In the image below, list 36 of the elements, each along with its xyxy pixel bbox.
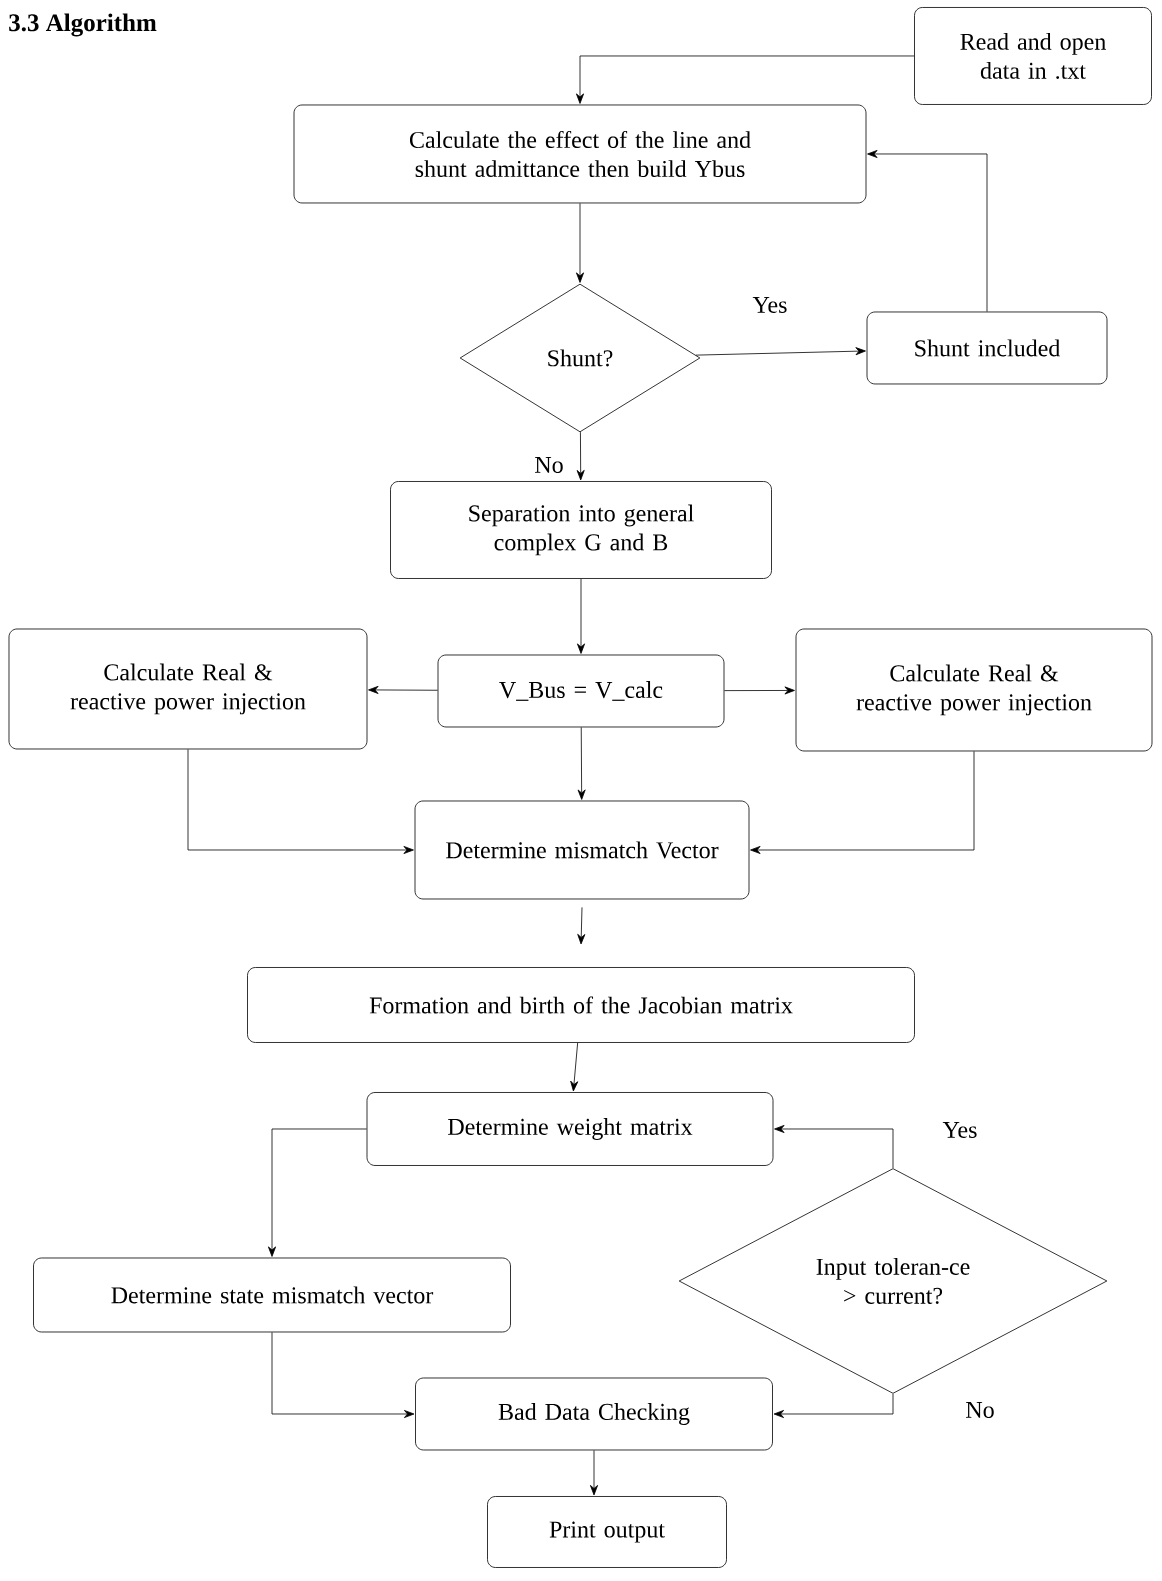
process-box: Calculate Real & reactive power injection bbox=[795, 628, 1153, 752]
process-box: Calculate the effect of the line and shunt admittance then build Ybus bbox=[293, 104, 867, 204]
arrow bbox=[590, 1450, 598, 1496]
edge-label: No bbox=[963, 1400, 997, 1420]
arrow bbox=[368, 685, 438, 694]
process-box: Print output bbox=[487, 1496, 727, 1568]
process-box: Shunt included bbox=[866, 311, 1108, 385]
arrow bbox=[773, 1393, 894, 1418]
process-box: Determine state mismatch vector bbox=[33, 1257, 511, 1333]
arrow bbox=[750, 751, 975, 854]
process-box: V_Bus = V_calc bbox=[437, 654, 725, 728]
arrow bbox=[576, 203, 584, 283]
process-box: Determine weight matrix bbox=[366, 1092, 774, 1166]
heading: 3.3 Algorithm bbox=[9, 13, 157, 37]
arrow bbox=[576, 55, 915, 104]
process-box: Separation into general complex G and B bbox=[390, 481, 772, 579]
edge-label: No bbox=[532, 455, 566, 475]
arrow bbox=[867, 150, 988, 312]
arrow bbox=[774, 1125, 894, 1169]
process-box: Determine mismatch Vector bbox=[414, 800, 750, 900]
process-box: Bad Data Checking bbox=[415, 1377, 773, 1451]
arrow bbox=[576, 431, 585, 481]
edge-label: Yes bbox=[750, 295, 790, 315]
arrow bbox=[271, 1332, 415, 1418]
arrow bbox=[577, 578, 585, 654]
arrow bbox=[187, 749, 414, 854]
process-box: Calculate Real & reactive power injection bbox=[8, 628, 368, 750]
process-box: Formation and birth of the Jacobian matrix bbox=[247, 967, 915, 1043]
arrow bbox=[577, 907, 586, 945]
arrow bbox=[268, 1128, 367, 1257]
arrow bbox=[577, 727, 586, 800]
arrow bbox=[724, 686, 795, 695]
edge-label: Yes bbox=[940, 1120, 980, 1140]
arrow bbox=[570, 1042, 579, 1092]
process-box: Read and open data in .txt bbox=[914, 7, 1152, 105]
arrow bbox=[695, 347, 866, 356]
